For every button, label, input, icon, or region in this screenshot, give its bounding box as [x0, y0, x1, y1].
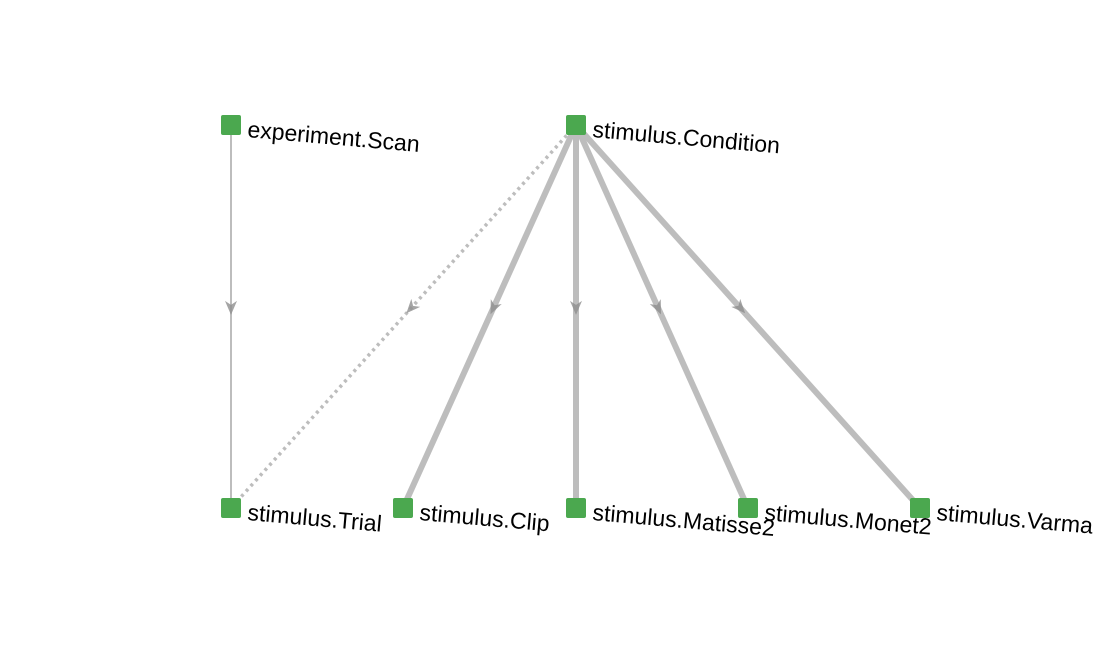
- node-marker[interactable]: [738, 498, 758, 518]
- node-marker[interactable]: [566, 115, 586, 135]
- edge-line: [400, 123, 579, 510]
- edge-line: [229, 123, 578, 510]
- node-marker[interactable]: [221, 498, 241, 518]
- edge-stimulus_condition-to-stimulus_monet2: [573, 123, 751, 510]
- node-stimulus_trial[interactable]: stimulus.Trial: [221, 498, 383, 537]
- edge-arrowhead: [406, 298, 421, 314]
- node-label: stimulus.Varma: [936, 499, 1095, 539]
- edge-arrowhead: [649, 299, 662, 315]
- node-marker[interactable]: [910, 498, 930, 518]
- edge-stimulus_condition-to-stimulus_varma: [573, 122, 923, 511]
- node-label: stimulus.Clip: [419, 499, 551, 536]
- edge-line: [573, 123, 751, 510]
- edge-experiment_scan-to-stimulus_trial: [225, 125, 237, 508]
- node-marker[interactable]: [221, 115, 241, 135]
- edge-stimulus_condition-to-stimulus_trial: [229, 123, 578, 510]
- node-experiment_scan[interactable]: experiment.Scan: [221, 115, 421, 157]
- edges-layer: [225, 122, 923, 511]
- edge-arrowhead: [225, 300, 237, 315]
- node-marker[interactable]: [566, 498, 586, 518]
- node-stimulus_varma[interactable]: stimulus.Varma: [910, 498, 1094, 539]
- node-stimulus_clip[interactable]: stimulus.Clip: [393, 498, 551, 536]
- node-label: experiment.Scan: [247, 116, 421, 157]
- edge-stimulus_condition-to-stimulus_clip: [400, 123, 579, 510]
- edge-line: [573, 122, 923, 511]
- node-label: stimulus.Condition: [592, 116, 781, 158]
- edge-arrowhead: [570, 300, 582, 315]
- node-label: stimulus.Trial: [247, 499, 383, 537]
- edge-arrowhead: [731, 298, 746, 314]
- edge-stimulus_condition-to-stimulus_matisse2: [570, 125, 582, 508]
- edge-arrowhead: [490, 299, 502, 315]
- nodes-layer: experiment.Scan stimulus.Condition stimulu…: [221, 115, 1094, 541]
- node-label: stimulus.Monet2: [764, 499, 933, 539]
- node-marker[interactable]: [393, 498, 413, 518]
